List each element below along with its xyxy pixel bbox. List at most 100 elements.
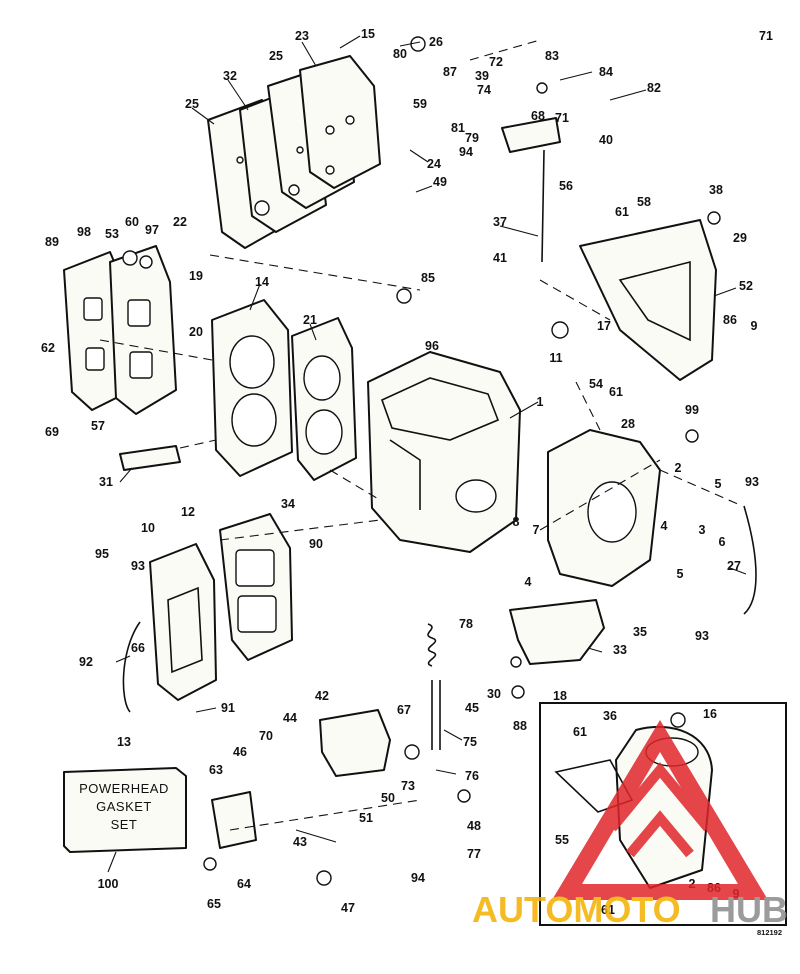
callout: 53 <box>105 227 119 241</box>
callout: 8 <box>513 515 520 529</box>
callout: 42 <box>315 689 329 703</box>
plunger-assembly <box>427 623 441 750</box>
throttle-linkage-rod <box>501 117 561 263</box>
callout: 17 <box>597 319 611 333</box>
callout: 67 <box>397 703 411 717</box>
callout: 4 <box>525 575 532 589</box>
callout: 20 <box>189 325 203 339</box>
callout: 93 <box>745 475 759 489</box>
callout: 92 <box>79 655 93 669</box>
callout: 100 <box>98 877 119 891</box>
callout: 51 <box>359 811 373 825</box>
callout: 94 <box>459 145 473 159</box>
label-box-line1: POWERHEAD <box>79 781 169 796</box>
callout: 77 <box>467 847 481 861</box>
callout: 9 <box>751 319 758 333</box>
callout: 64 <box>237 877 251 891</box>
callout: 43 <box>293 835 307 849</box>
callout: 87 <box>443 65 457 79</box>
callout: 45 <box>465 701 479 715</box>
callout: 95 <box>95 547 109 561</box>
callout: 37 <box>493 215 507 229</box>
callout: 81 <box>451 121 465 135</box>
callout: 93 <box>695 629 709 643</box>
callout: 41 <box>493 251 507 265</box>
callout: 12 <box>181 505 195 519</box>
watermark-triangle-icon <box>552 720 768 900</box>
bracket-42 <box>319 709 391 777</box>
exhaust-cover-plates <box>207 55 381 249</box>
callout: 30 <box>487 687 501 701</box>
callout: 99 <box>685 403 699 417</box>
callout: 90 <box>309 537 323 551</box>
callout: 29 <box>733 231 747 245</box>
callout: 70 <box>259 729 273 743</box>
callout: 59 <box>413 97 427 111</box>
callout: 32 <box>223 69 237 83</box>
callout: 40 <box>599 133 613 147</box>
callout: 66 <box>131 641 145 655</box>
callout: 19 <box>189 269 203 283</box>
callout: 73 <box>401 779 415 793</box>
callout: 74 <box>477 83 491 97</box>
callout: 15 <box>361 27 375 41</box>
side-cover-plates <box>63 245 177 415</box>
callout: 61 <box>601 903 615 917</box>
callout: 79 <box>465 131 479 145</box>
motor-mount-bracket <box>579 219 717 381</box>
callout: 18 <box>553 689 567 703</box>
callout: 34 <box>281 497 295 511</box>
callout: 65 <box>207 897 221 911</box>
callout: 5 <box>677 567 684 581</box>
callout: 75 <box>463 735 477 749</box>
callout: 69 <box>45 425 59 439</box>
callout: 28 <box>621 417 635 431</box>
callout: 31 <box>99 475 113 489</box>
electrical-box <box>211 791 257 849</box>
callout: 16 <box>703 707 717 721</box>
callout: 57 <box>91 419 105 433</box>
callout: 26 <box>429 35 443 49</box>
intake-manifold <box>149 513 293 701</box>
callout: 85 <box>421 271 435 285</box>
watermark-text-b: HUB <box>710 889 788 930</box>
callout: 61 <box>609 385 623 399</box>
callout: 50 <box>381 791 395 805</box>
callout: 52 <box>739 279 753 293</box>
leader-lines <box>107 35 747 873</box>
assembly-guide-lines <box>99 39 741 831</box>
callout: 61 <box>615 205 629 219</box>
callout: 58 <box>637 195 651 209</box>
cylinder-head <box>211 299 293 477</box>
callout: 76 <box>465 769 479 783</box>
callout: 2 <box>675 461 682 475</box>
callout: 80 <box>393 47 407 61</box>
callout: 24 <box>427 157 441 171</box>
callout: 4 <box>661 519 668 533</box>
watermark-text-a: AUTOMOTO <box>472 889 681 930</box>
callout: 94 <box>411 871 425 885</box>
callout: 47 <box>341 901 355 915</box>
callout: 44 <box>283 711 297 725</box>
callout: 46 <box>233 745 247 759</box>
callout: 33 <box>613 643 627 657</box>
callout: 89 <box>45 235 59 249</box>
fuel-lines <box>122 505 757 713</box>
callout: 60 <box>125 215 139 229</box>
callout: 82 <box>647 81 661 95</box>
callout: 6 <box>719 535 726 549</box>
callout: 71 <box>555 111 569 125</box>
callout: 61 <box>573 725 587 739</box>
callout: 56 <box>559 179 573 193</box>
callout: 23 <box>295 29 309 43</box>
callout: 88 <box>513 719 527 733</box>
callout: 27 <box>727 559 741 573</box>
callout: 71 <box>759 29 773 43</box>
reference-code: 812192 <box>757 928 782 937</box>
callout: 72 <box>489 55 503 69</box>
callout: 96 <box>425 339 439 353</box>
callout: 1 <box>537 395 544 409</box>
callout: 3 <box>699 523 706 537</box>
callout: 10 <box>141 521 155 535</box>
